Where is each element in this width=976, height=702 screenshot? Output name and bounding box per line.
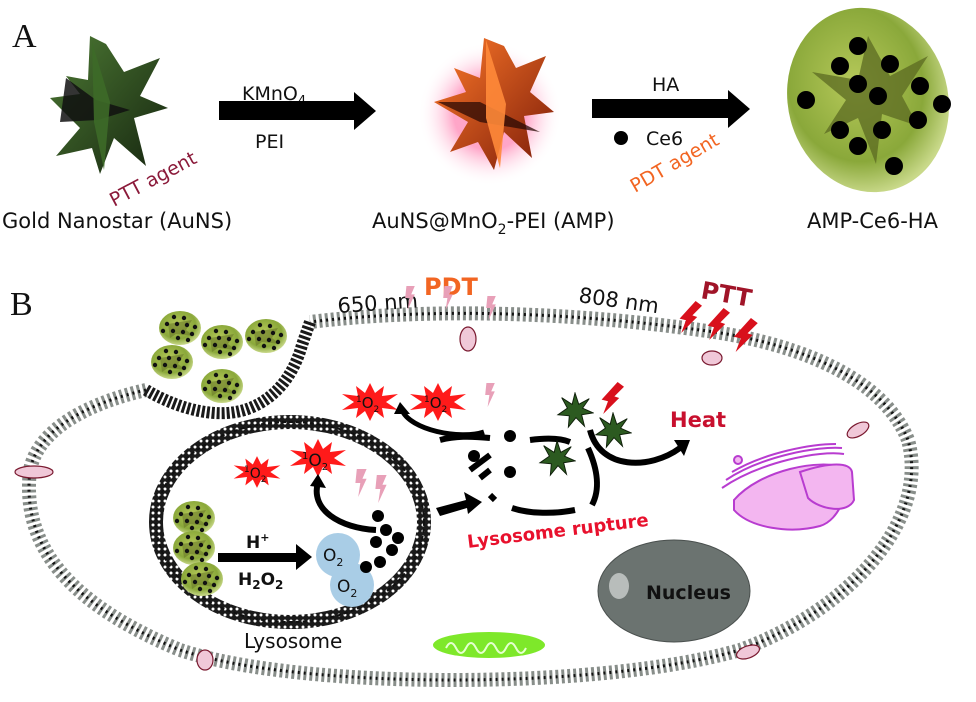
gold-nanostar-label: Gold Nanostar (AuNS) [2,209,232,233]
curved-arrow-head [310,474,326,488]
golgi-apparatus-icon [721,443,856,531]
svg-text:1O2: 1O2 [356,394,379,415]
arrow2-reagent-bottom: Ce6 [646,128,683,150]
curved-arrow-icon [313,481,377,533]
reaction-arrow-1: KMnO4 PEI [219,83,376,153]
nanoparticles-outside [151,311,287,403]
laser-bolt-cytoplasm [485,383,495,407]
arrow-2-icon [592,90,750,128]
arrow-1-icon [219,92,376,130]
ptt-label: PTT [699,276,755,313]
ce6-dot-icon [614,131,628,145]
h-plus-label: H+ [246,531,269,553]
gold-nanostar-icon [50,36,168,174]
catalysis-arrow-icon [218,544,312,570]
ptt-agent-tag: PTT agent [106,147,200,211]
heat-label: Heat [670,408,726,432]
svg-text:1O2: 1O2 [302,451,328,473]
o2-label-2: O2 [337,577,357,600]
arrow1-reagent-bottom: PEI [255,131,284,153]
ce6-release-dots [360,510,404,573]
singlet-oxygen-burst: 1O2 [290,439,346,477]
panel-a-label: A [12,18,37,55]
singlet-oxygen-burst: 1O2 [233,456,281,488]
svg-text:1O2: 1O2 [244,465,267,485]
endocytosis-pit [142,320,316,420]
heat-arrow-icon [587,429,682,466]
curved-arrow-icon [399,408,485,438]
lysosome-label: Lysosome [244,629,342,653]
nucleus-label: Nucleus [646,582,731,604]
membrane-proteins [14,326,870,671]
pdt-wavelength: 650 nm [337,288,419,318]
ce6-cytoplasm-dots [468,430,516,478]
ce6-dots [797,37,951,175]
laser-bolt-in-lysosome [355,469,367,497]
arrow2-reagent-top: HA [652,74,679,96]
o2-label-1: O2 [323,546,343,569]
lysosome-rupture-label: Lysosome rupture [466,510,650,553]
nucleus-icon: Nucleus [597,539,751,643]
laser-bolt-red-cytoplasm [601,382,624,414]
amp-ce6-ha-label: AMP-Ce6-HA [807,209,939,233]
oxygen-bubbles: O2 O2 [316,533,374,607]
svg-text:1O2: 1O2 [424,394,447,415]
amp-ce6-ha-icon [787,7,951,193]
amp-nanostar-icon [418,38,562,186]
heat-arrow-head [674,440,690,456]
panel-b-label: B [10,286,33,323]
singlet-oxygen-burst: 1O2 [410,383,466,421]
amp-label: AuNS@MnO2-PEI (AMP) [372,209,615,238]
escape-arrow-icon [436,492,482,516]
h2o2-label: H2O2 [238,570,283,592]
mitochondrion-icon [433,632,545,658]
singlet-oxygen-burst: 1O2 [342,383,398,421]
laser-bolt-in-lysosome [375,475,387,503]
lysosome-outline [155,421,425,623]
curved-arrow-head [394,402,410,414]
reaction-arrow-2: HA Ce6 PDT agent [592,74,750,197]
ruptured-lysosome [439,433,600,516]
